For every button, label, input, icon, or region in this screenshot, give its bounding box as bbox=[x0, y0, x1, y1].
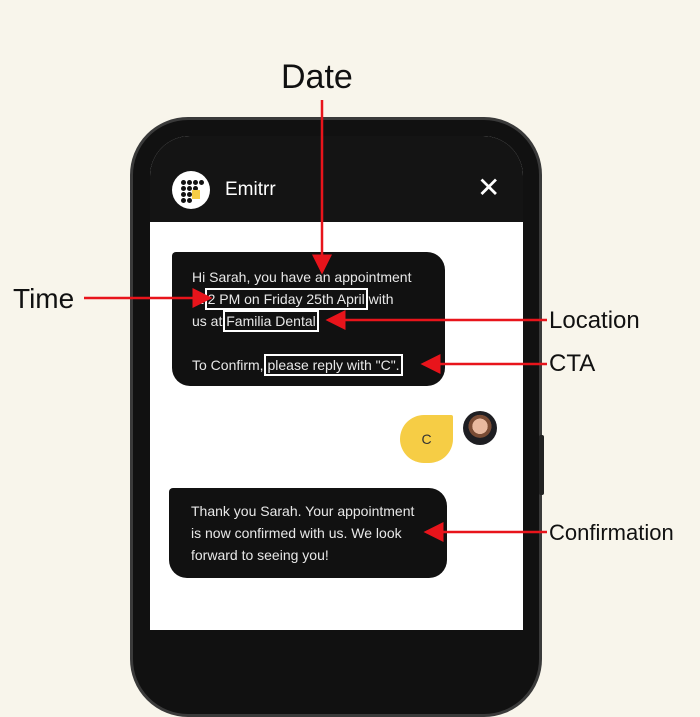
annotation-arrows bbox=[84, 100, 547, 542]
location-highlight: Familia Dental bbox=[223, 310, 319, 332]
message-text: Hi Sarah, you have an appointment bbox=[192, 269, 412, 285]
phone-side-button bbox=[539, 435, 544, 495]
chat-screen: Emitrr ✕ Hi Sarah, you have an appointme… bbox=[150, 136, 523, 630]
chat-title: Emitrr bbox=[225, 179, 276, 200]
message-text: To Confirm, bbox=[192, 357, 268, 373]
reply-bubble: C bbox=[400, 415, 453, 463]
confirmation-label: Confirmation bbox=[549, 520, 674, 545]
cta-label: CTA bbox=[549, 350, 596, 377]
message-text: us at bbox=[192, 313, 227, 329]
chat-header: Emitrr ✕ bbox=[150, 136, 523, 222]
close-icon[interactable]: ✕ bbox=[477, 172, 501, 203]
message-text: . bbox=[315, 313, 320, 329]
user-avatar bbox=[463, 411, 497, 445]
date-label: Date bbox=[281, 58, 353, 96]
message-text: with bbox=[364, 291, 394, 307]
confirmation-message: Thank you Sarah. Your appointment is now… bbox=[169, 488, 447, 578]
emitrr-logo-icon bbox=[172, 171, 210, 209]
cta-highlight: please reply with "C". bbox=[264, 354, 403, 376]
time-label: Time bbox=[13, 283, 75, 314]
location-label: Location bbox=[549, 307, 640, 334]
datetime-highlight: 2 PM on Friday 25th April bbox=[204, 288, 368, 310]
